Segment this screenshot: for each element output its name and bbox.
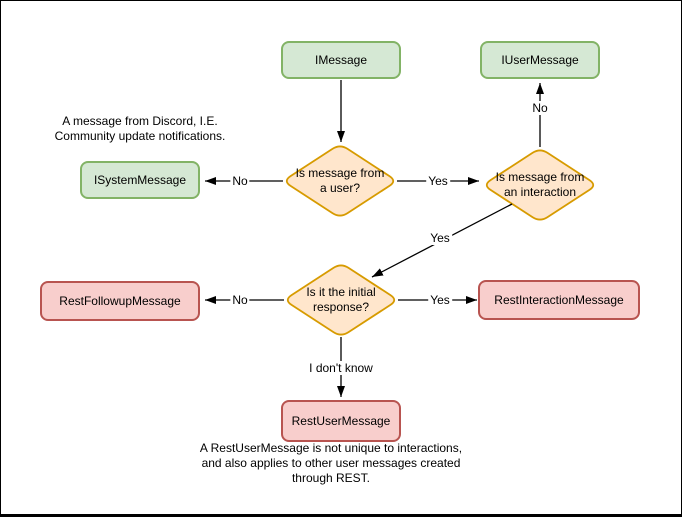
edge-label-yes-initial: Yes xyxy=(428,231,452,245)
edge-label-no-usermessage: No xyxy=(530,101,550,115)
node-imessage: IMessage xyxy=(281,41,401,79)
node-isystemmessage: ISystemMessage xyxy=(80,161,200,199)
node-iusermessage: IUserMessage xyxy=(480,41,600,79)
decision-interaction-label: Is message from an interaction xyxy=(495,170,585,199)
edge-label-yes-interaction: Yes xyxy=(426,174,450,188)
decision-initial-diamond xyxy=(286,264,396,336)
edge-label-no-followup: No xyxy=(230,293,250,307)
edge-label-yes-restinteraction: Yes xyxy=(428,293,452,307)
decision-interaction-diamond xyxy=(485,149,595,221)
annotation-systemmessage-note: A message from Discord, I.E. Community u… xyxy=(54,114,226,143)
decision-user-diamond xyxy=(285,145,395,217)
edge-label-no-system: No xyxy=(230,174,250,188)
decision-user-label: Is message from a user? xyxy=(295,166,385,195)
node-restusermessage: RestUserMessage xyxy=(281,400,401,442)
decision-initial-label: Is it the initial response? xyxy=(306,285,376,314)
node-restinteractionmessage: RestInteractionMessage xyxy=(478,280,640,320)
node-restfollowupmessage: RestFollowupMessage xyxy=(40,281,200,321)
edge-label-i-dont-know: I don't know xyxy=(307,361,375,375)
annotation-restusermessage-note: A RestUserMessage is not unique to inter… xyxy=(199,441,463,485)
